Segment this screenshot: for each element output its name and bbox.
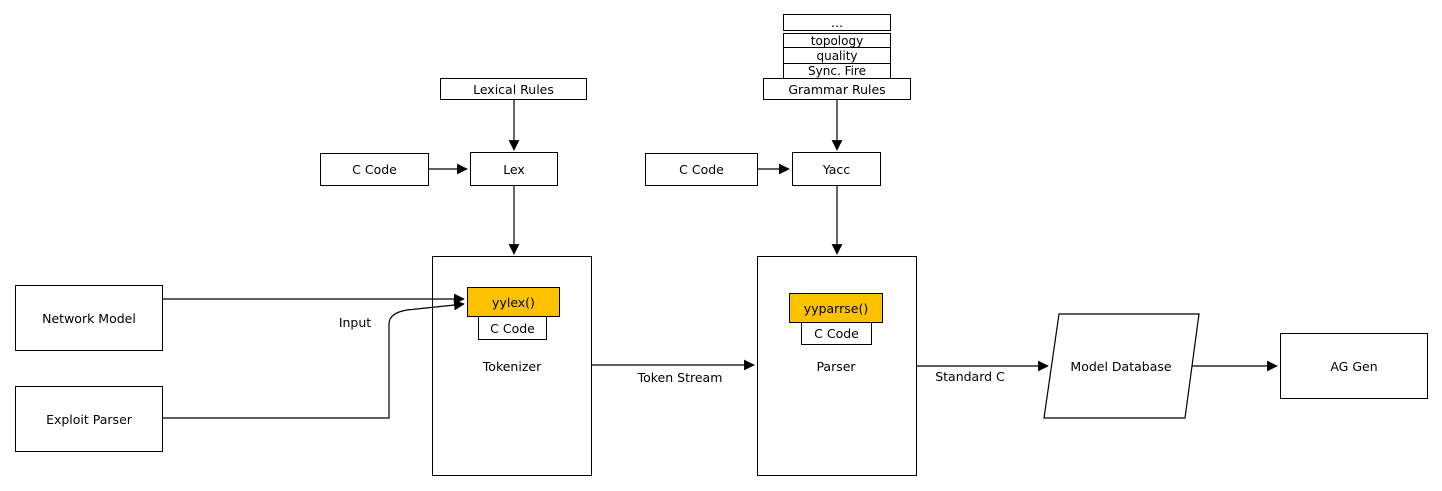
stack-row-label: topology	[810, 33, 864, 48]
model-database-label: Model Database	[1070, 358, 1172, 374]
node-label: yylex()	[492, 294, 535, 310]
node-label: C Code	[814, 326, 859, 341]
network-model-node: Network Model	[15, 285, 163, 351]
parser-container	[757, 256, 917, 476]
node-label: C Code	[352, 162, 397, 177]
edge-label-token-stream: Token Stream	[637, 369, 723, 385]
parser-label: Parser	[816, 358, 856, 374]
ag-gen-node: AG Gen	[1280, 333, 1428, 399]
model-database-parallelogram	[1043, 313, 1200, 419]
lexical-rules-node: Lexical Rules	[440, 78, 587, 100]
tokenizer-label: Tokenizer	[482, 358, 542, 374]
lex-node: Lex	[470, 152, 558, 186]
node-label: AG Gen	[1330, 358, 1378, 374]
edge-label-standard-c: Standard C	[935, 368, 1005, 384]
node-label: Yacc	[822, 161, 851, 177]
node-label: C Code	[490, 320, 535, 336]
stack-row-label: Sync. Fire	[808, 64, 866, 78]
stack-row-label: ...	[831, 15, 843, 30]
yylex-node: yylex()	[467, 287, 560, 317]
c-code-lex-node: C Code	[320, 153, 429, 186]
yyparrse-node: yyparrse()	[789, 293, 883, 323]
exploit-parser-node: Exploit Parser	[15, 386, 163, 452]
stack-row-sync-fire: Sync. Fire	[783, 63, 891, 79]
node-label: Grammar Rules	[788, 81, 886, 97]
tokenizer-c-code-node: C Code	[478, 316, 547, 340]
yacc-node: Yacc	[792, 152, 881, 186]
node-label: Exploit Parser	[46, 411, 132, 427]
stack-row-quality: quality	[783, 47, 891, 64]
grammar-rules-node: Grammar Rules	[763, 78, 911, 100]
node-label: yyparrse()	[803, 300, 869, 316]
stack-row-label: quality	[816, 48, 858, 63]
edge-label-input: Input	[338, 314, 372, 330]
node-label: Lexical Rules	[473, 81, 554, 97]
stack-row-topology: topology	[783, 33, 891, 48]
c-code-yacc-node: C Code	[645, 153, 758, 186]
node-label: Lex	[503, 161, 525, 177]
stack-row-ellipsis: ...	[783, 14, 891, 31]
parser-c-code-node: C Code	[801, 322, 872, 345]
node-label: C Code	[679, 162, 724, 177]
node-label: Network Model	[42, 310, 136, 326]
